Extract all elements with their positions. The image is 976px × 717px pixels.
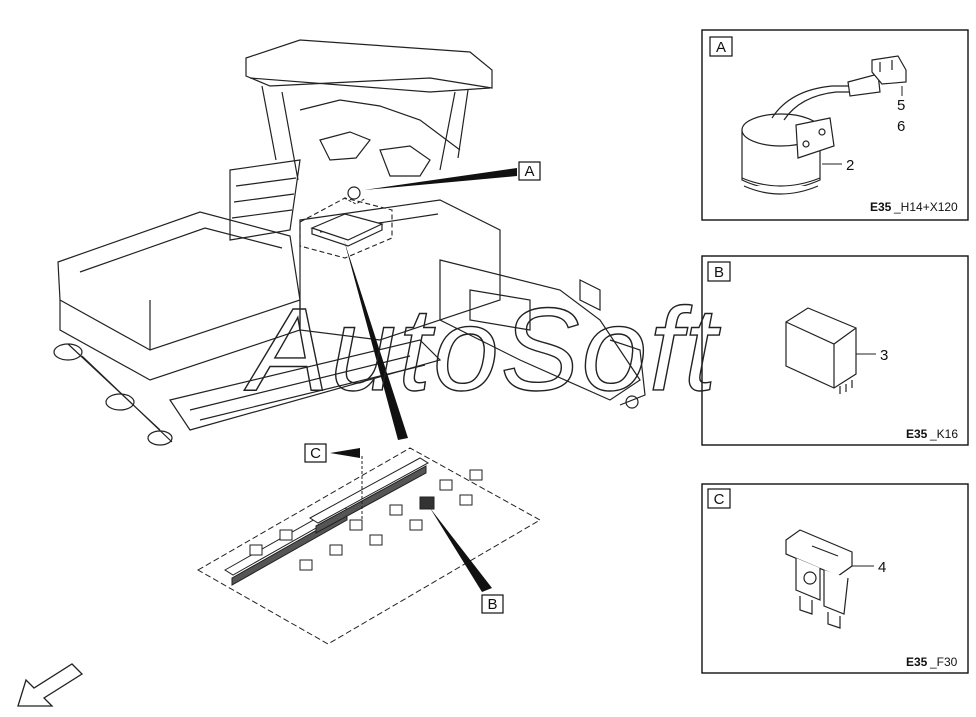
buzzer-icon [741,55,907,195]
detail-box-b: B 3 E35 _K16 [701,255,969,446]
detail-box-c: C 4 E35 _F30 [701,483,969,674]
svg-text:B: B [714,264,724,281]
svg-text:B: B [487,596,497,613]
watermark-text: AutoSoft [244,284,721,416]
svg-text:E35: E35 [870,200,892,214]
svg-text:2: 2 [846,157,854,174]
svg-text:6: 6 [897,118,905,135]
relay-icon [785,307,857,394]
leader-board [344,240,408,440]
detail-box-a: A 2 5 6 E35 _H14+X120 [701,29,969,221]
svg-text:E35: E35 [906,655,928,669]
svg-text:4: 4 [878,559,886,576]
svg-text:E35: E35 [906,427,928,441]
callout-c: C [304,443,360,463]
fuse-panel-location [299,186,393,259]
svg-text:C: C [310,445,321,462]
callout-b: B [481,594,504,614]
svg-text:A: A [524,163,534,180]
paver-machine [53,39,646,446]
svg-text:3: 3 [880,347,888,364]
leader-a [364,168,517,190]
leader-b [430,508,492,592]
svg-text:_H14+X120: _H14+X120 [893,200,958,214]
direction-arrow-icon [17,663,84,707]
blade-fuse-icon [785,529,853,629]
svg-text:5: 5 [897,97,905,114]
svg-text:_F30: _F30 [929,655,958,669]
svg-text:_K16: _K16 [929,427,958,441]
svg-text:C: C [714,491,725,508]
callout-a: A [518,161,541,181]
fuse-relay-board [196,447,542,645]
svg-text:A: A [716,39,726,56]
